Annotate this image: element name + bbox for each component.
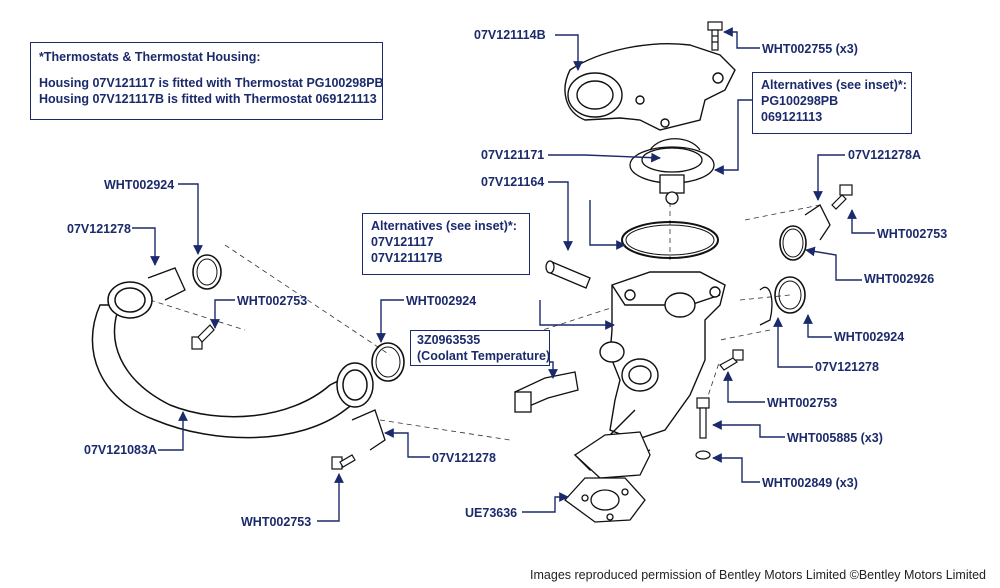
part-thermostat	[629, 138, 715, 205]
housing-alt-title: Alternatives (see inset)*:	[371, 219, 517, 233]
part-left-fittings	[147, 254, 405, 451]
label-07V121278-bottom: 07V121278	[432, 451, 496, 465]
label-07V121278A: 07V121278A	[848, 148, 921, 162]
housing-alt-2: 07V121117B	[371, 251, 443, 265]
part-right-bolts	[719, 184, 853, 371]
thermostat-note-box: *Thermostats & Thermostat Housing: Housi…	[30, 42, 384, 120]
label-07V121171: 07V121171	[481, 148, 545, 162]
label-WHT002753-right: WHT002753	[767, 396, 838, 410]
part-flange-plate	[573, 431, 651, 479]
label-07V121278-right: 07V121278	[815, 360, 879, 374]
part-bolt-top	[707, 21, 723, 51]
part-pin	[545, 260, 591, 289]
label-WHT002926: WHT002926	[864, 272, 935, 286]
thermostat-alt-title: Alternatives (see inset)*:	[761, 78, 907, 92]
label-WHT002849: WHT002849 (x3)	[762, 476, 858, 490]
label-UE73636: UE73636	[465, 506, 518, 520]
part-right-fittings	[759, 204, 831, 326]
label-WHT002924-right: WHT002924	[834, 330, 905, 344]
housing-alt-1: 07V121117	[371, 235, 434, 249]
label-07V121164: 07V121164	[481, 175, 545, 189]
label-WHT002753-bottom: WHT002753	[241, 515, 312, 529]
label-WHT002753-right-top: WHT002753	[877, 227, 948, 241]
part-gasket-bottom	[564, 477, 646, 523]
copyright-credit: Images reproduced permission of Bentley …	[530, 568, 986, 582]
part-sensor	[514, 371, 579, 413]
label-WHT002924-middle: WHT002924	[406, 294, 477, 308]
part-bolt-bottom	[695, 397, 711, 460]
part-thermostat-cover	[564, 43, 736, 131]
label-WHT002924-top-left: WHT002924	[104, 178, 175, 192]
housing-alternatives-box: Alternatives (see inset)*: 07V121117 07V…	[362, 213, 530, 275]
part-gasket-ring	[621, 221, 719, 259]
label-WHT002753-left: WHT002753	[237, 294, 308, 308]
sensor-box: 3Z0963535 (Coolant Temperature)	[410, 330, 550, 366]
thermostat-alternatives-box: Alternatives (see inset)*: PG100298PB 06…	[752, 72, 912, 134]
leader-lines	[132, 27, 875, 522]
note-line-2: Housing 07V121117B is fitted with Thermo…	[39, 92, 377, 106]
thermostat-alt-2: 069121113	[761, 110, 823, 124]
note-title: *Thermostats & Thermostat Housing:	[39, 50, 261, 64]
label-07V121083A: 07V121083A	[84, 443, 157, 457]
label-WHT005885: WHT005885 (x3)	[787, 431, 883, 445]
label-WHT002755: WHT002755 (x3)	[762, 42, 858, 56]
sensor-description: (Coolant Temperature)	[417, 349, 551, 363]
note-line-1: Housing 07V121117 is fitted with Thermos…	[39, 76, 384, 90]
label-07V121278-top-left: 07V121278	[67, 222, 131, 236]
part-left-bolts	[191, 324, 356, 470]
sensor-part-number: 3Z0963535	[417, 333, 481, 347]
part-pipe	[91, 281, 374, 439]
label-07V121114B: 07V121114B	[474, 28, 546, 42]
thermostat-alt-1: PG100298PB	[761, 94, 839, 108]
